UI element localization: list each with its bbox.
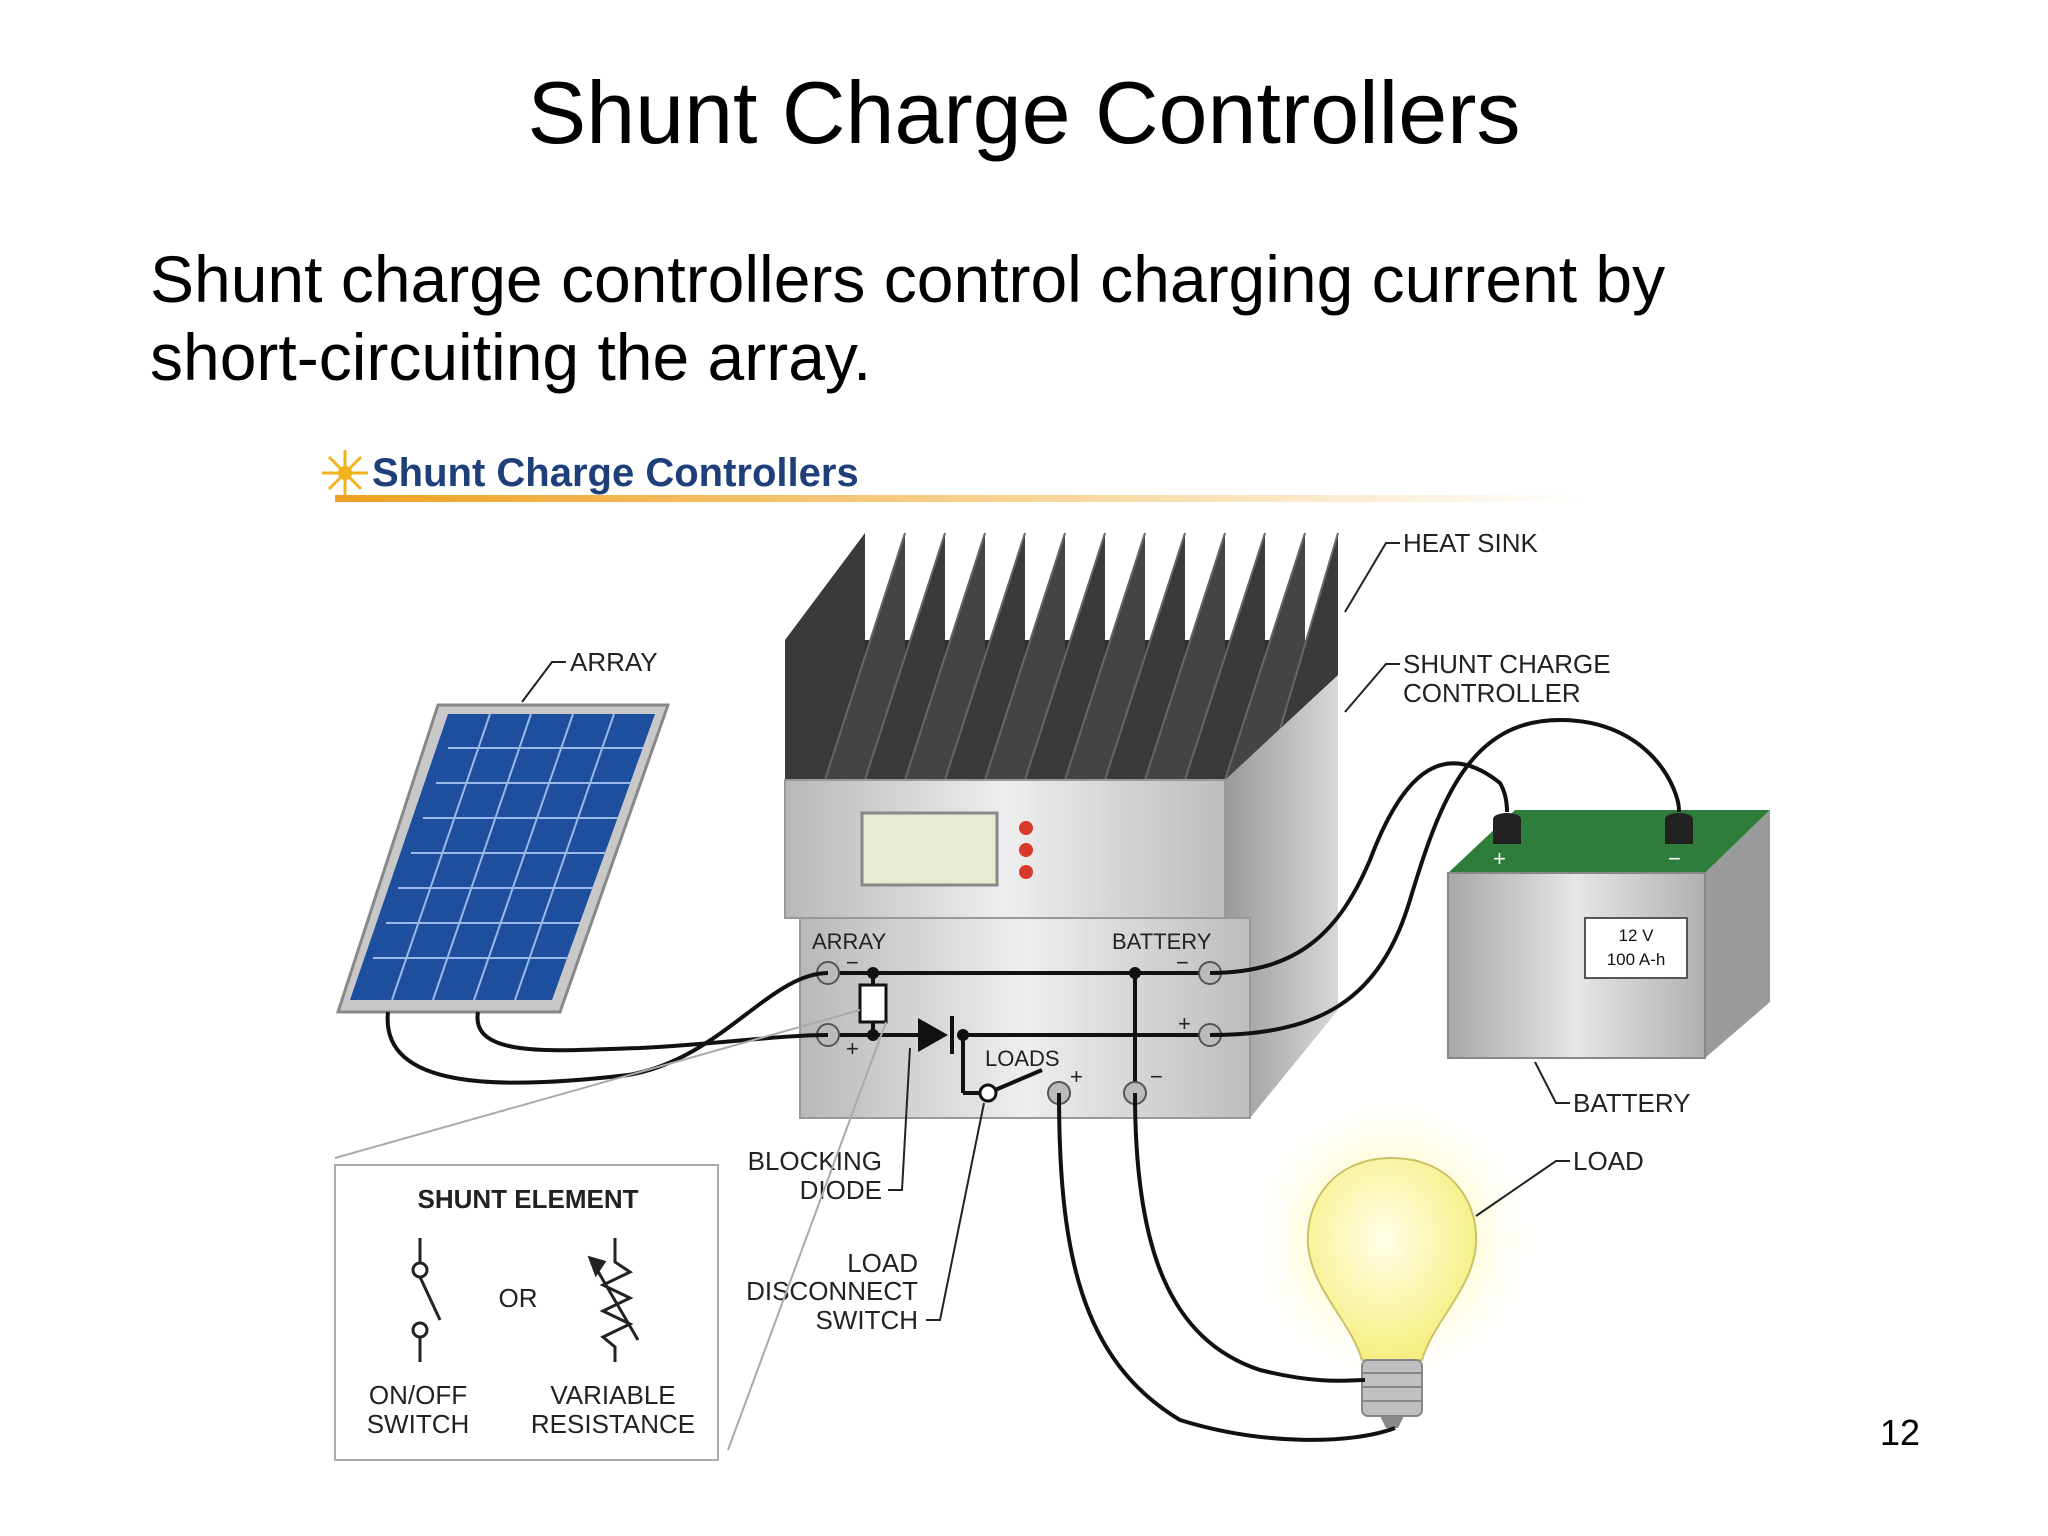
label-load-switch-line1: LOAD xyxy=(847,1248,918,1278)
slide-body-text: Shunt charge controllers control chargin… xyxy=(150,242,1666,394)
battery-minus-mark: − xyxy=(1668,846,1681,871)
battery-rating-label xyxy=(1584,917,1688,979)
page-number: 12 xyxy=(1880,1412,1921,1453)
load-bulb xyxy=(1242,1090,1542,1428)
label-blocking-diode-line1: BLOCKING xyxy=(748,1146,882,1176)
battery: 12 V 100 A-h + − xyxy=(1447,810,1770,1059)
inset-switch-line2: SWITCH xyxy=(367,1409,470,1439)
inset-switch-line1: ON/OFF xyxy=(369,1380,467,1410)
label-array: ARRAY xyxy=(570,647,658,677)
label-controller-line2: CONTROLLER xyxy=(1403,678,1581,708)
battery-terminal-plus-mark: + xyxy=(1178,1011,1191,1036)
battery-voltage: 12 V xyxy=(1619,926,1655,945)
label-load: LOAD xyxy=(1573,1146,1644,1176)
array-minus-mark: − xyxy=(846,950,859,975)
inset-resistance-line1: VARIABLE xyxy=(550,1380,675,1410)
figure-title-underline xyxy=(335,495,1585,502)
figure-header: Shunt Charge Controllers xyxy=(322,450,1585,502)
inset-title: SHUNT ELEMENT xyxy=(418,1184,639,1214)
indicator-led xyxy=(1019,843,1033,857)
loads-plus-mark: + xyxy=(1070,1064,1083,1089)
terminal-label-battery: BATTERY xyxy=(1112,929,1212,954)
variable-resistance-symbol xyxy=(587,1238,640,1362)
label-blocking-diode-line2: DIODE xyxy=(800,1175,882,1205)
heat-sink xyxy=(785,532,1339,781)
terminal-label-array: ARRAY xyxy=(812,929,886,954)
slide-title: Shunt Charge Controllers xyxy=(527,63,1521,162)
array-plus-mark: + xyxy=(846,1036,859,1061)
blocking-diode-symbol xyxy=(918,1018,948,1052)
indicator-led xyxy=(1019,865,1033,879)
indicator-led xyxy=(1019,821,1033,835)
on-off-switch-symbol xyxy=(411,1238,442,1362)
controller-display xyxy=(860,811,999,887)
label-heat-sink: HEAT SINK xyxy=(1403,528,1539,558)
battery-terminal-minus-mark: − xyxy=(1176,950,1189,975)
solar-array xyxy=(335,703,671,1014)
terminal-label-loads: LOADS xyxy=(985,1046,1060,1071)
loads-minus-mark: − xyxy=(1150,1064,1163,1089)
circuit-wiring xyxy=(385,717,1682,1442)
inset-or: OR xyxy=(499,1283,538,1313)
callouts: HEAT SINK SHUNT CHARGE CONTROLLER ARRAY … xyxy=(521,528,1691,1335)
sun-icon xyxy=(322,450,368,496)
battery-plus-mark: + xyxy=(1493,846,1506,871)
label-controller-line1: SHUNT CHARGE xyxy=(1403,649,1611,679)
figure-title: Shunt Charge Controllers xyxy=(372,451,859,495)
inset-resistance-line2: RESISTANCE xyxy=(531,1409,695,1439)
battery-capacity: 100 A-h xyxy=(1607,950,1666,969)
shunt-element xyxy=(858,983,888,1024)
shunt-element-inset: SHUNT ELEMENT OR ON/OFF SWITCH VARIABLE … xyxy=(334,1009,887,1461)
label-load-switch-line2: DISCONNECT xyxy=(746,1276,918,1306)
label-battery: BATTERY xyxy=(1573,1088,1691,1118)
label-load-switch-line3: SWITCH xyxy=(815,1305,918,1335)
